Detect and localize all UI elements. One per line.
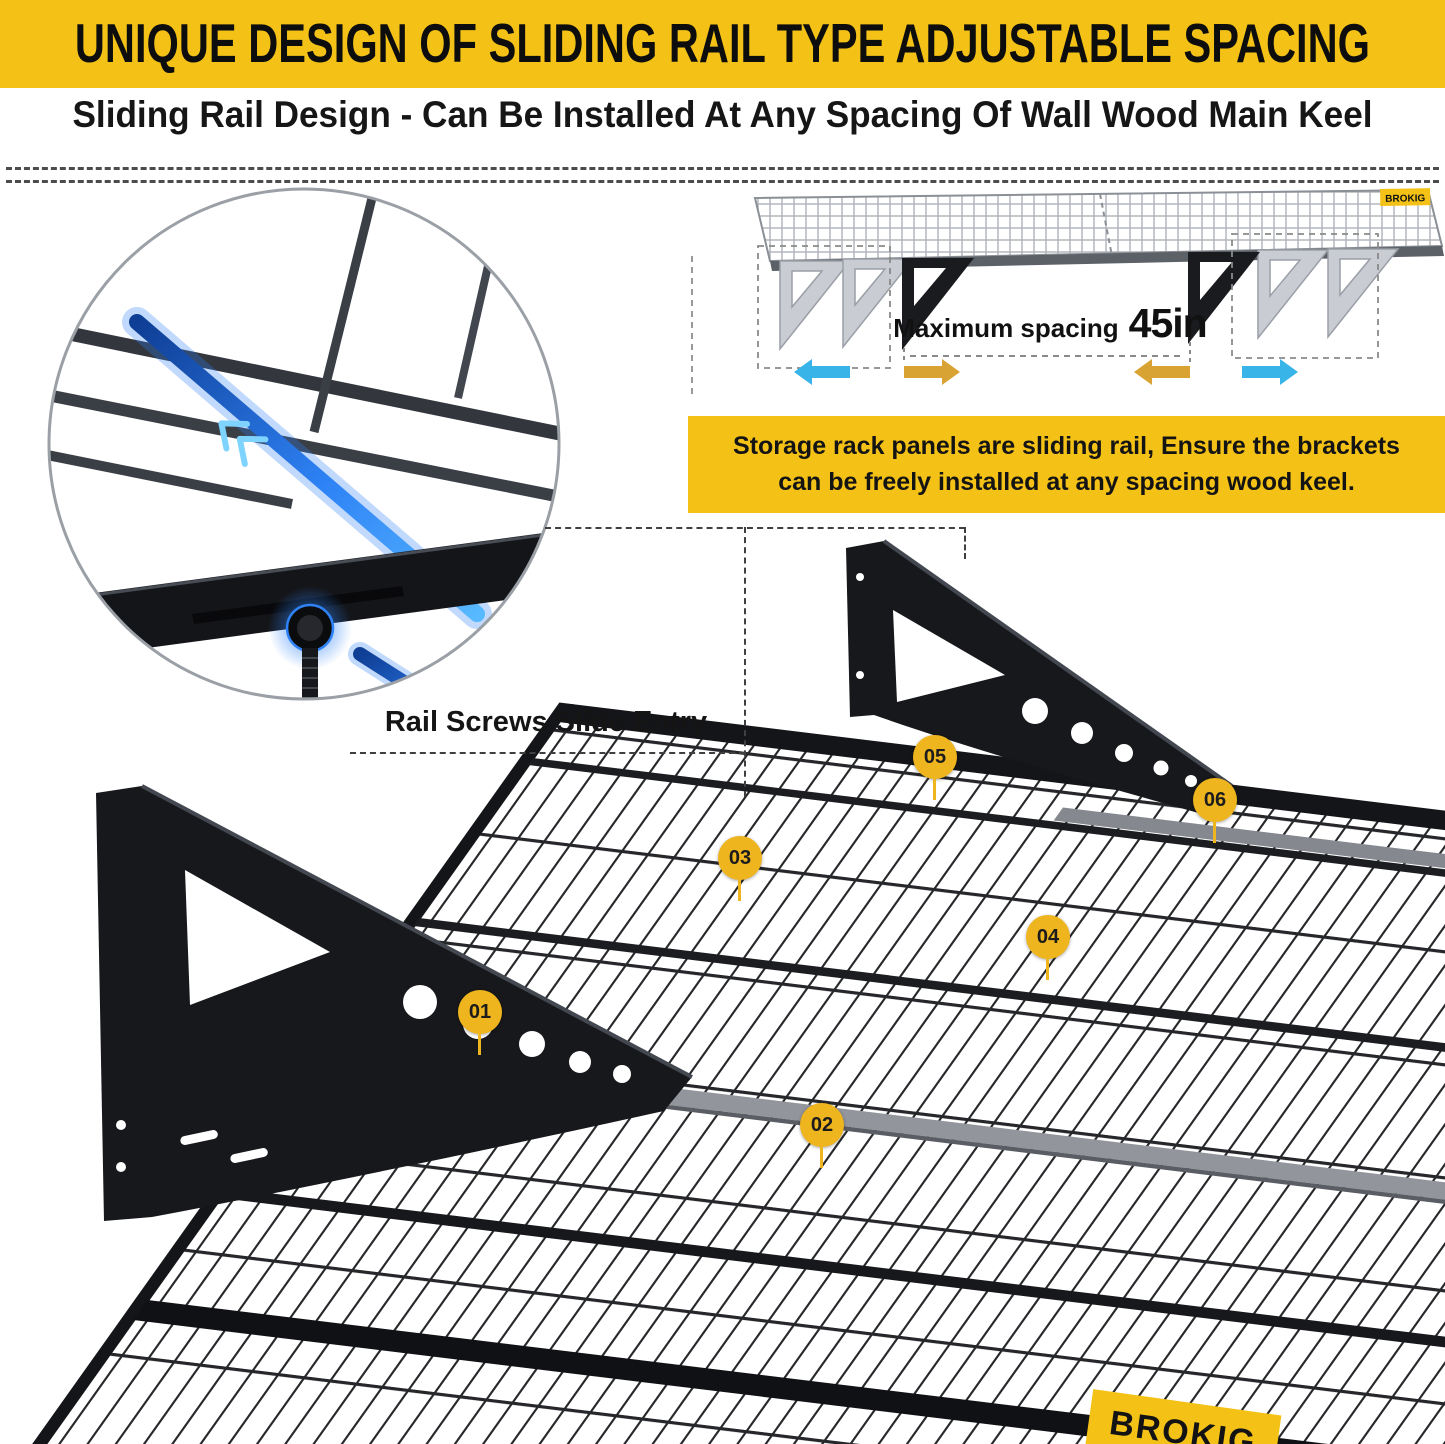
connector-dashed-vertical xyxy=(964,527,966,559)
part-badge-05: 05 xyxy=(913,735,957,800)
bracket-hole xyxy=(1185,775,1197,787)
bracket-hole xyxy=(613,1065,631,1083)
support-rail xyxy=(413,918,1445,1122)
panel-seam-dashed xyxy=(1099,193,1113,257)
bracket-arm-highlight xyxy=(882,539,1234,788)
ghost-brackets-right xyxy=(1257,248,1400,341)
part-badge-03: 03 xyxy=(718,836,762,901)
rail-screw-zoom-inset xyxy=(47,187,561,701)
ghost-brackets-left xyxy=(779,258,915,352)
support-rail xyxy=(220,1188,1445,1394)
bracket-hole xyxy=(1022,698,1048,724)
wall-plate-hole xyxy=(856,573,864,581)
info-box: Storage rack panels are sliding rail, En… xyxy=(688,416,1445,513)
subtitle: Sliding Rail Design - Can Be Installed A… xyxy=(72,94,1373,135)
max-spacing-label: Maximum spacing xyxy=(893,313,1119,343)
bracket-hole xyxy=(1071,722,1093,744)
blue-sliding-rail xyxy=(353,647,549,699)
bracket-arm-highlight xyxy=(141,784,693,1079)
screw-shaft xyxy=(302,648,318,699)
arrow-right-gold-icon xyxy=(904,359,960,385)
arrow-left-cyan-icon xyxy=(794,359,850,385)
wall-bracket-top xyxy=(846,539,1234,814)
bracket-slot xyxy=(180,1129,218,1146)
front-frame-rail xyxy=(133,1300,1445,1444)
shelf-spacing-figure: BROKIG xyxy=(691,188,1444,396)
screw-head-inner xyxy=(297,615,323,641)
wall-plate-hole xyxy=(856,671,864,679)
support-rail xyxy=(528,758,1445,961)
info-line-1: Storage rack panels are sliding rail, En… xyxy=(733,432,1400,460)
bracket-hole xyxy=(1153,760,1169,776)
part-badge-02: 02 xyxy=(800,1103,844,1168)
info-line-2: can be freely installed at any spacing w… xyxy=(778,467,1355,496)
sliding-screw xyxy=(268,586,352,699)
shelf-brand-tag: BROKIG xyxy=(1380,188,1431,206)
inset-border xyxy=(47,187,561,701)
dashed-divider-top xyxy=(6,167,1439,170)
inset-content xyxy=(49,189,559,699)
grid-wire xyxy=(309,189,379,434)
shelf-brand-text: BROKIG xyxy=(1385,193,1425,205)
solid-bracket-left xyxy=(902,258,974,350)
ghost-position-box-right xyxy=(1231,233,1379,359)
dashed-divider-bottom xyxy=(6,180,1439,183)
wall-plate-hole xyxy=(116,1162,126,1172)
page-title: UNIQUE DESIGN OF SLIDING RAIL TYPE ADJUS… xyxy=(74,13,1371,75)
arrow-left-gold-icon xyxy=(1134,359,1190,385)
slide-direction-chevrons-icon xyxy=(218,420,269,467)
sliding-rail-back xyxy=(1053,807,1445,954)
bracket-hole xyxy=(569,1051,591,1073)
connector-dashed-vertical xyxy=(744,527,746,797)
part-badge-01: 01 xyxy=(458,990,502,1055)
sliding-rail-shadow xyxy=(513,1086,1445,1263)
arrow-right-cyan-icon xyxy=(1242,359,1298,385)
grid-wire xyxy=(49,388,559,504)
part-badge-04: 04 xyxy=(1026,915,1070,980)
solid-bracket-right xyxy=(1188,252,1260,344)
wall-plate-hole xyxy=(116,1120,126,1130)
max-spacing-value: 45in xyxy=(1128,300,1208,346)
bracket-hole xyxy=(403,985,437,1019)
rack-panel-figure xyxy=(0,539,1445,1444)
max-spacing-note: Maximum spacing 45in xyxy=(880,300,1220,347)
rail-screws-label: Rail Screws Slide Entry xyxy=(384,706,708,738)
bracket-triangle-cutout xyxy=(893,610,1005,702)
connector-dashed-underline xyxy=(350,752,745,754)
connector-dashed-horizontal xyxy=(545,527,965,529)
wall-bracket-left xyxy=(96,784,693,1221)
rail-highlight xyxy=(49,530,559,604)
bracket-hole xyxy=(1115,744,1133,762)
back-frame-rail xyxy=(558,704,1445,918)
grid-wire xyxy=(50,323,559,441)
grid-wire xyxy=(49,449,293,509)
bracket-triangle-cutout xyxy=(185,870,330,1005)
sliding-rail-middle xyxy=(516,1070,1445,1259)
header-banner: UNIQUE DESIGN OF SLIDING RAIL TYPE ADJUS… xyxy=(0,0,1445,88)
bracket-hole xyxy=(519,1031,545,1057)
bracket-slot xyxy=(230,1147,268,1164)
part-badge-06: 06 xyxy=(1193,778,1237,843)
